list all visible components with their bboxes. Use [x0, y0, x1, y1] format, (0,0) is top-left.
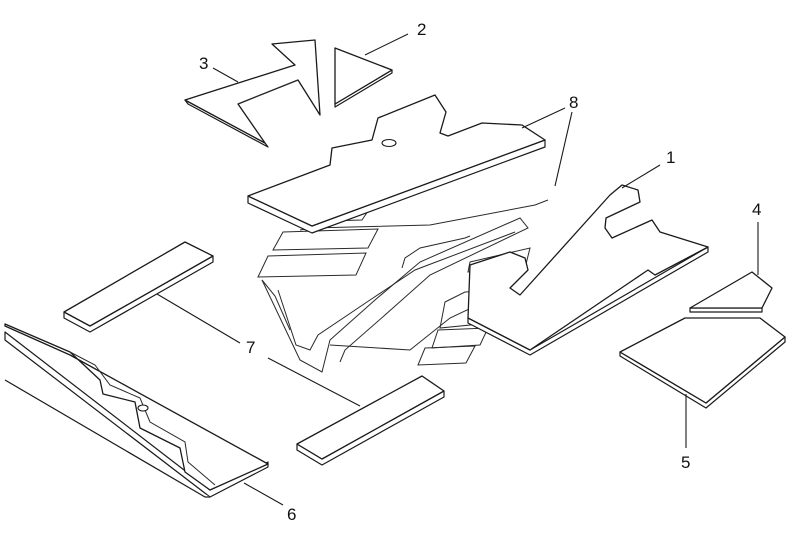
- callout-3: 3: [199, 54, 208, 73]
- leader-8b: [554, 111, 573, 187]
- leader-8a: [521, 107, 566, 129]
- part-4-small-pad: [689, 271, 773, 313]
- callout-1: 1: [666, 148, 675, 167]
- leader-3: [212, 67, 239, 83]
- leader-7a: [156, 293, 241, 344]
- part-1-right-mat: [467, 184, 709, 356]
- callout-5: 5: [681, 453, 690, 472]
- callout-8: 8: [569, 93, 578, 112]
- callout-2: 2: [417, 20, 426, 39]
- callout-4: 4: [752, 200, 761, 219]
- part-6-sill-pad: [4, 323, 269, 498]
- part-5-large-pad: [619, 317, 786, 409]
- leader-lines: [156, 33, 759, 506]
- part-7-lower-strip: [296, 375, 445, 466]
- leader-6: [243, 482, 284, 506]
- callout-labels: 2 3 8 1 4 7 5 6: [199, 20, 761, 524]
- part-7-upper-strip: [63, 241, 214, 333]
- leader-1: [621, 164, 661, 189]
- callout-6: 6: [287, 505, 296, 524]
- leader-7b: [267, 357, 361, 407]
- part-2-triangle-pad: [334, 47, 393, 108]
- part-3-arrow-pad: [184, 39, 321, 148]
- leader-2: [364, 33, 409, 56]
- callout-7: 7: [246, 338, 255, 357]
- part-8-center-mat: [247, 94, 546, 234]
